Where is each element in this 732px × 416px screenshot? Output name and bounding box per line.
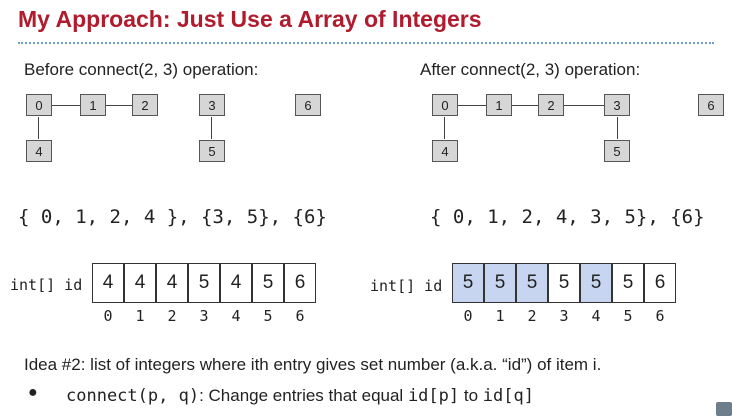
array-cell-4: 4: [220, 263, 252, 303]
edge-0-1: [458, 105, 486, 106]
node-1: 1: [80, 94, 106, 116]
bullet-text-c: to: [459, 386, 483, 405]
bullet-line: connect(p, q): Change entries that equal…: [66, 386, 534, 406]
array-cell-6: 6: [644, 263, 676, 303]
array-index-1: 1: [495, 307, 505, 325]
title-divider: [18, 42, 714, 44]
array-index-5: 5: [263, 307, 273, 325]
array-index-5: 5: [623, 307, 633, 325]
edge-0-4: [38, 117, 39, 139]
array-cell-3: 5: [188, 263, 220, 303]
after-sets: { 0, 1, 2, 4, 3, 5}, {6}: [430, 206, 705, 228]
bullet-code-idq: id[q]: [482, 386, 534, 406]
edge-2-3: [564, 105, 604, 106]
array-index-0: 0: [103, 307, 113, 325]
array-index-6: 6: [655, 307, 665, 325]
node-4: 4: [432, 140, 458, 162]
bullet-dot: ●: [28, 384, 38, 401]
array-cell-6: 6: [284, 263, 316, 303]
node-2: 2: [538, 94, 564, 116]
array-cell-3: 5: [548, 263, 580, 303]
idea-text: Idea #2: list of integers where ith entr…: [24, 355, 602, 374]
node-5: 5: [199, 140, 225, 162]
array-index-3: 3: [199, 307, 209, 325]
node-2: 2: [132, 94, 158, 116]
array-cell-2: 5: [516, 263, 548, 303]
edge-3-5: [617, 117, 618, 139]
edge-3-5: [211, 117, 212, 139]
node-0: 0: [432, 94, 458, 116]
after-array-label: int[] id: [370, 277, 443, 295]
array-index-4: 4: [591, 307, 601, 325]
array-cell-1: 4: [124, 263, 156, 303]
array-cell-1: 5: [484, 263, 516, 303]
node-5: 5: [604, 140, 630, 162]
node-3: 3: [604, 94, 630, 116]
array-cell-0: 5: [452, 263, 484, 303]
edge-1-2: [106, 105, 132, 106]
license-badge-icon: [716, 402, 732, 416]
array-index-2: 2: [527, 307, 537, 325]
array-index-3: 3: [559, 307, 569, 325]
array-cell-4: 5: [580, 263, 612, 303]
array-index-6: 6: [295, 307, 305, 325]
node-0: 0: [26, 94, 52, 116]
array-cell-5: 5: [252, 263, 284, 303]
slide-title: My Approach: Just Use a Array of Integer…: [18, 6, 482, 32]
edge-0-4: [444, 117, 445, 139]
array-index-0: 0: [463, 307, 473, 325]
before-caption: Before connect(2, 3) operation:: [24, 60, 259, 79]
edge-0-1: [52, 105, 80, 106]
after-caption: After connect(2, 3) operation:: [420, 60, 641, 79]
before-array-label: int[] id: [10, 276, 83, 294]
node-6: 6: [295, 94, 321, 116]
node-1: 1: [486, 94, 512, 116]
array-index-4: 4: [231, 307, 241, 325]
array-index-2: 2: [167, 307, 177, 325]
node-4: 4: [26, 140, 52, 162]
node-6: 6: [698, 94, 724, 116]
node-3: 3: [199, 94, 225, 116]
bullet-text-a: : Change entries that equal: [199, 386, 408, 405]
array-index-1: 1: [135, 307, 145, 325]
edge-1-2: [512, 105, 538, 106]
array-cell-5: 5: [612, 263, 644, 303]
array-cell-2: 4: [156, 263, 188, 303]
array-cell-0: 4: [92, 263, 124, 303]
bullet-code-connect: connect(p, q): [66, 386, 200, 406]
before-sets: { 0, 1, 2, 4 }, {3, 5}, {6}: [18, 206, 327, 228]
bullet-code-idp: id[p]: [407, 386, 460, 406]
